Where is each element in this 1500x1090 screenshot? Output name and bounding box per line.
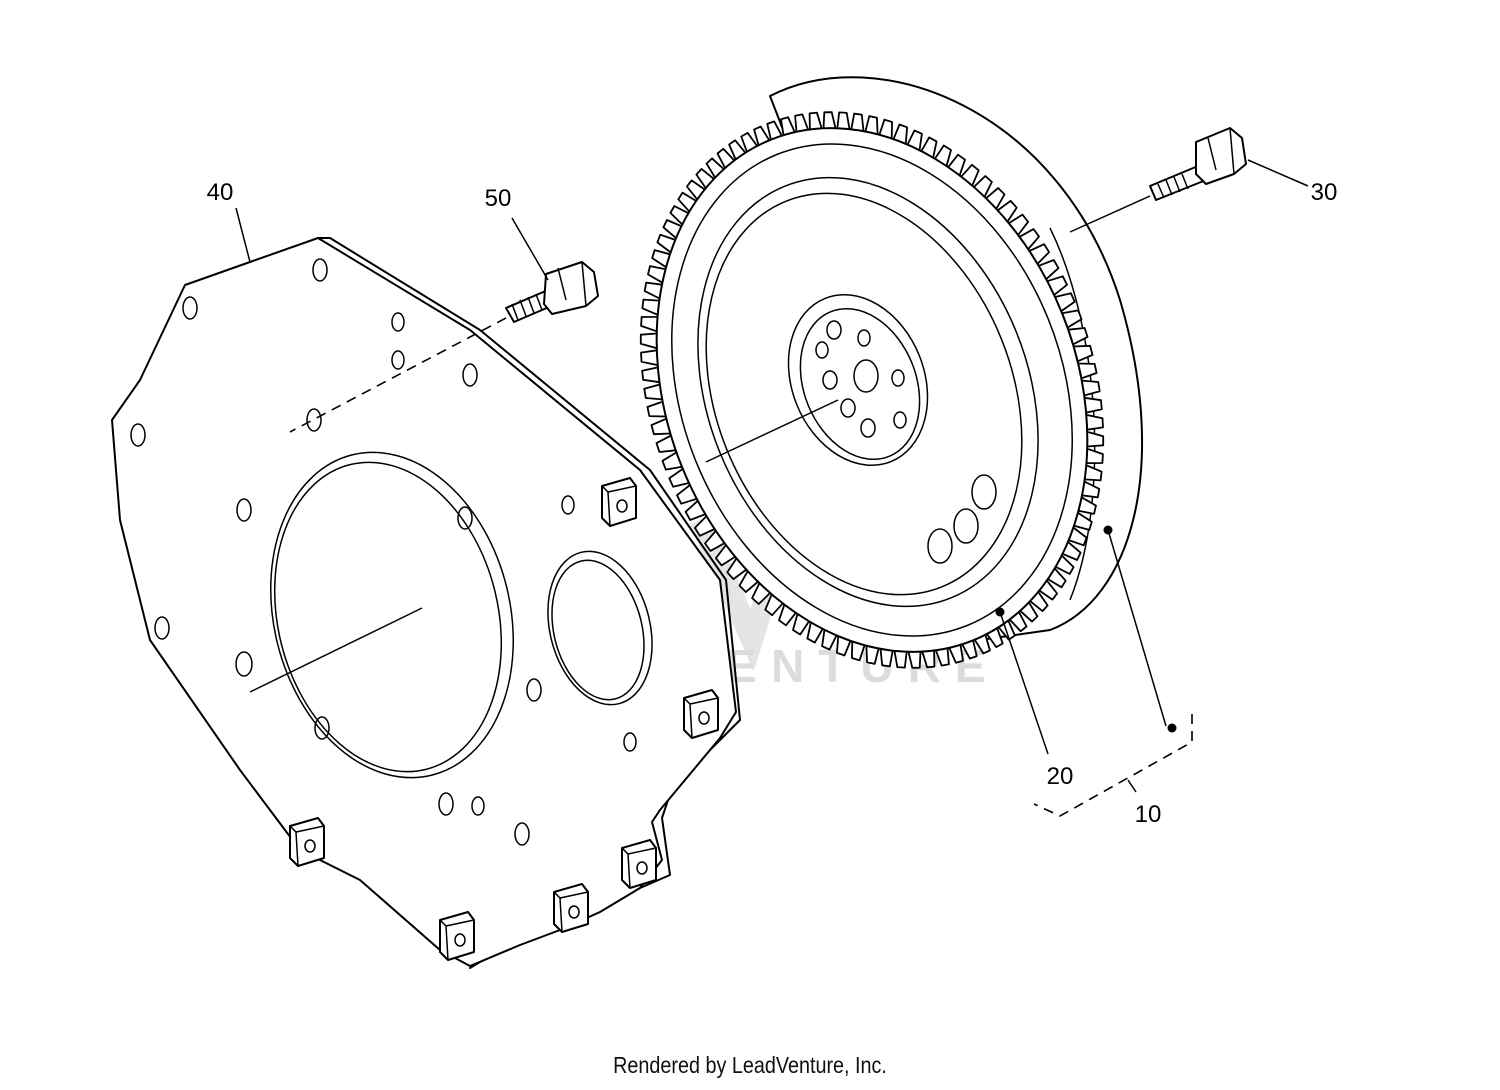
callout-50: 50: [485, 185, 512, 212]
callout-20: 20: [1047, 763, 1074, 790]
adapter-plate-part-40[interactable]: [111, 237, 741, 969]
callout-10: 10: [1135, 801, 1162, 828]
callout-40: 40: [207, 179, 234, 206]
flywheel-part-10[interactable]: [581, 63, 1163, 717]
plate-weld-nuts: [289, 477, 719, 961]
leader-lines: [235, 159, 1309, 817]
plate-bolt-holes: [130, 258, 637, 846]
render-credit: Rendered by LeadVenture, Inc.: [613, 1052, 887, 1078]
hub-bolt-holes: [815, 320, 907, 438]
bolt-part-50[interactable]: [289, 261, 599, 433]
bolt-part-30[interactable]: [1069, 127, 1247, 233]
callout-30: 30: [1311, 179, 1338, 206]
